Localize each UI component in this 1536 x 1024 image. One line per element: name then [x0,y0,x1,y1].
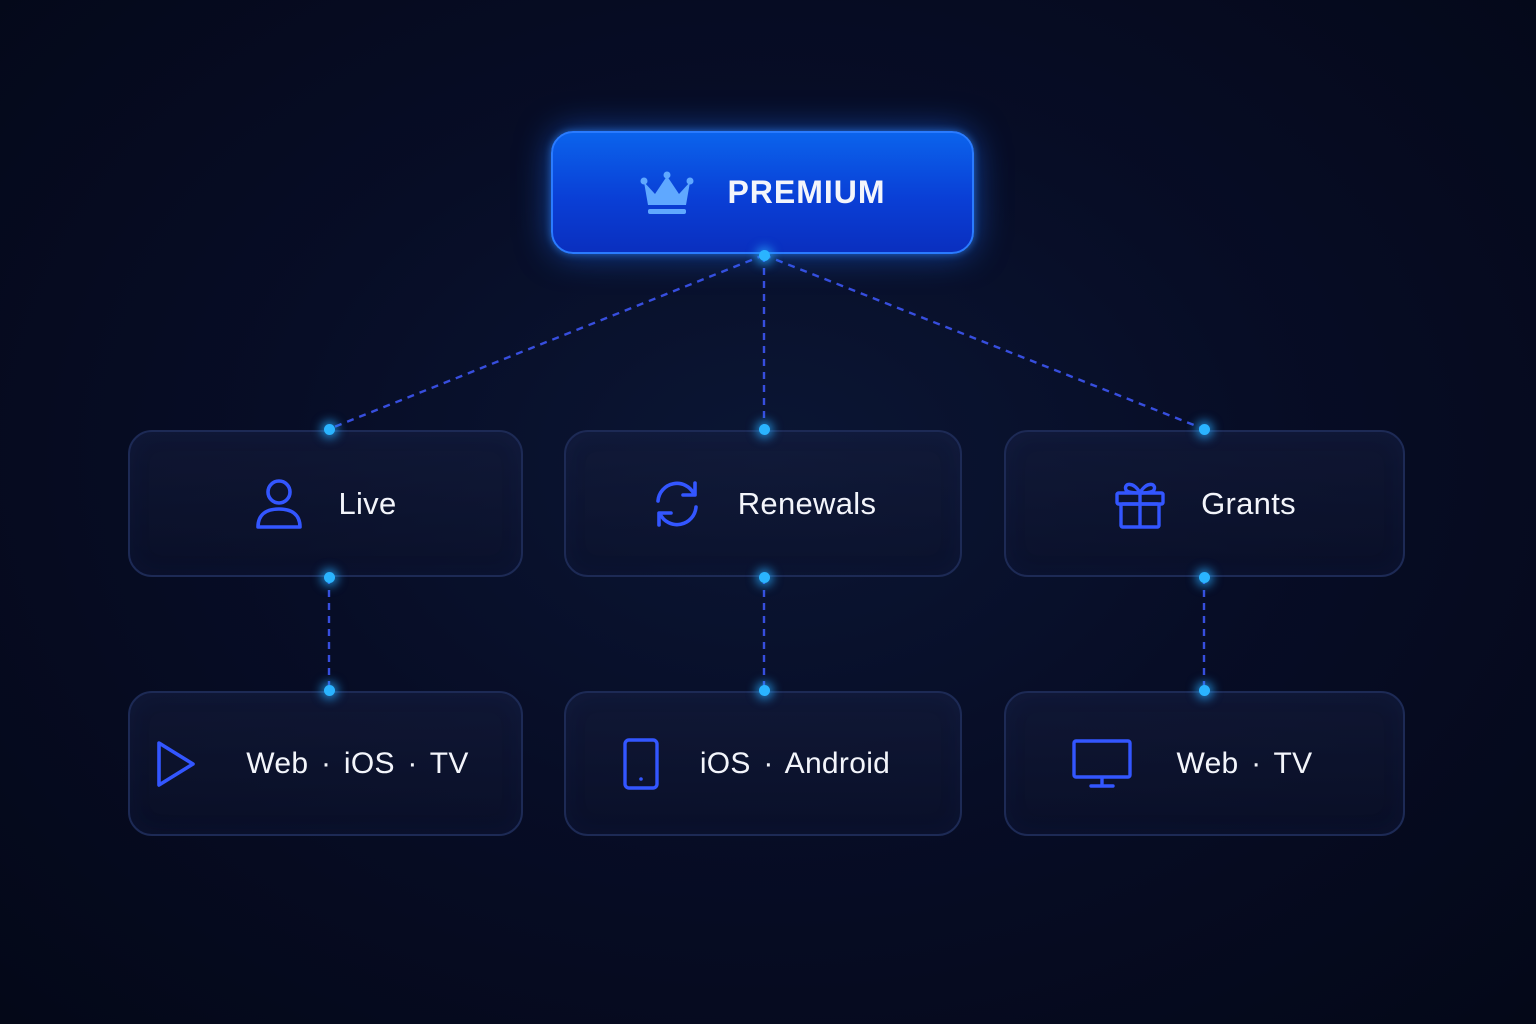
platform-label-grants: Web · TV [1176,746,1313,780]
crown-icon [639,170,695,216]
monitor-icon [1071,737,1133,791]
platform-node-renewals: iOS · Android [564,691,962,836]
feature-node-live: Live [128,430,523,577]
platform-node-live: Web · iOS · TV [128,691,523,836]
connector-premium-grants [763,253,1205,431]
connector-dot [758,249,770,261]
connector-dot [758,684,770,696]
feature-label-grants: Grants [1201,485,1296,521]
refresh-icon [650,477,704,531]
premium-node: PREMIUM [551,131,974,254]
smartphone-icon [622,737,660,791]
feature-node-grants: Grants [1004,430,1405,577]
feature-label-live: Live [338,485,397,521]
play-icon [154,739,198,789]
connector-dot [323,423,335,435]
connector-dot [758,571,770,583]
gift-icon [1113,477,1167,531]
connector-premium-live [328,253,765,431]
connector-dot [1198,571,1210,583]
user-icon [254,477,304,531]
platform-node-grants: Web · TV [1004,691,1405,836]
platform-label-live: Web · iOS · TV [246,746,469,780]
connector-dot [323,684,335,696]
feature-node-renewals: Renewals [564,430,962,577]
platform-label-renewals: iOS · Android [699,746,891,780]
connector-dot [323,571,335,583]
connector-dot [1198,684,1210,696]
premium-label: PREMIUM [727,174,886,210]
connector-dot [1198,423,1210,435]
connector-dot [758,423,770,435]
feature-label-renewals: Renewals [737,485,877,521]
